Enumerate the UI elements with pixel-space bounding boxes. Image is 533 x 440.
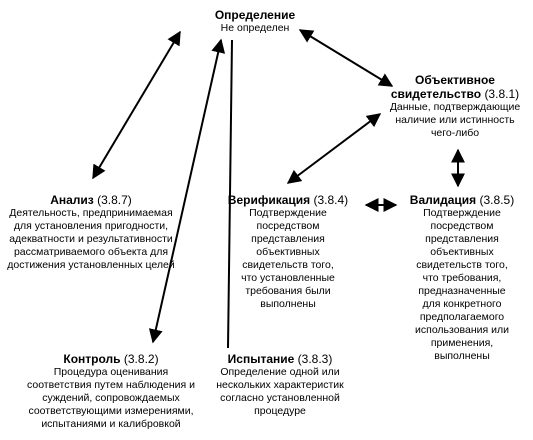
node-analysis-code: (3.8.7) <box>97 193 132 207</box>
node-objective-evidence: Объективное свидетельство (3.8.1) Данные… <box>382 73 528 140</box>
edge-definition-control <box>148 38 226 344</box>
node-verification: Верификация (3.8.4) Подтверждение посред… <box>225 193 351 311</box>
node-validation: Валидация (3.8.5) Подтверждение посредст… <box>398 193 526 363</box>
node-analysis: Анализ (3.8.7) Деятельность, предпринима… <box>2 193 180 272</box>
node-testing-code: (3.8.3) <box>297 352 333 366</box>
node-definition-desc: Не определен <box>220 22 290 34</box>
node-definition: Определение Не определен <box>185 8 325 35</box>
node-analysis-desc: Деятельность, предпринимаемая для устано… <box>7 207 175 271</box>
edge-definition-objective-evidence <box>298 29 394 87</box>
node-control-desc: Процедура оценивания соответствия путем … <box>26 366 196 430</box>
node-control-code: (3.8.2) <box>123 352 159 366</box>
edge-definition-testing <box>227 39 233 349</box>
node-verification-title: Верификация <box>227 193 311 207</box>
edge-objective-evidence-verification <box>286 113 382 184</box>
node-testing-title: Испытание <box>227 352 295 366</box>
node-verification-desc: Подтверждение посредством представления … <box>241 207 335 310</box>
node-objective-evidence-desc: Данные, подтверждающие наличие или истин… <box>389 101 521 139</box>
node-validation-code: (3.8.5) <box>479 193 515 207</box>
node-definition-title: Определение <box>214 8 296 22</box>
node-validation-title: Валидация <box>409 193 477 207</box>
node-control: Контроль (3.8.2) Процедура оценивания со… <box>22 352 200 431</box>
node-objective-evidence-title: Объективное свидетельство <box>390 73 495 101</box>
node-objective-evidence-code: (3.8.1) <box>484 87 520 101</box>
node-verification-code: (3.8.4) <box>313 193 349 207</box>
node-control-title: Контроль <box>63 352 121 366</box>
node-validation-desc: Подтверждение посредством представления … <box>415 207 509 362</box>
edge-definition-analysis <box>92 30 181 180</box>
node-testing: Испытание (3.8.3) Определение одной или … <box>200 352 360 418</box>
node-analysis-title: Анализ <box>50 193 94 207</box>
node-testing-desc: Определение одной или нескольких характе… <box>216 366 344 417</box>
